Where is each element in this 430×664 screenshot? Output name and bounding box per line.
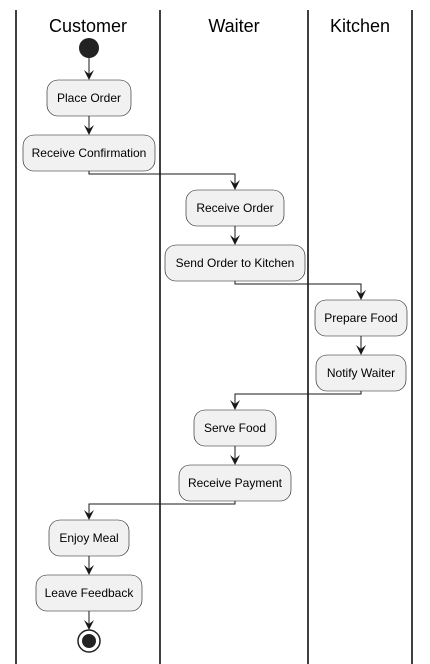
action-place-order: Place Order xyxy=(46,79,132,117)
action-box-send-order-to-kitchen xyxy=(164,244,306,282)
edge-prepare-food-to-notify-waiter-arrowhead xyxy=(356,345,366,355)
lane-title-customer: Customer xyxy=(49,16,127,36)
action-box-enjoy-meal xyxy=(48,519,130,557)
edge-serve-food-to-receive-payment-arrowhead xyxy=(230,455,240,465)
action-receive-confirmation: Receive Confirmation xyxy=(22,134,156,172)
edge-enjoy-meal-to-leave-feedback-arrowhead xyxy=(84,565,94,575)
action-box-notify-waiter xyxy=(315,354,407,392)
action-label-serve-food: Serve Food xyxy=(204,421,266,435)
end-node-core xyxy=(82,634,96,648)
action-box-serve-food xyxy=(193,409,277,447)
action-label-notify-waiter: Notify Waiter xyxy=(327,366,395,380)
action-notify-waiter: Notify Waiter xyxy=(315,354,407,392)
action-label-send-order-to-kitchen: Send Order to Kitchen xyxy=(176,256,295,270)
action-serve-food: Serve Food xyxy=(193,409,277,447)
edge-start-to-place-order-arrowhead xyxy=(84,70,94,80)
edge-notify-waiter-to-serve-food-arrowhead xyxy=(230,400,240,410)
action-box-leave-feedback xyxy=(35,574,143,612)
flow-edges xyxy=(84,58,366,630)
edge-send-order-to-kitchen-to-prepare-food-arrowhead xyxy=(356,290,366,300)
action-receive-order: Receive Order xyxy=(185,189,285,227)
edge-receive-confirmation-to-receive-order-arrowhead xyxy=(230,180,240,190)
action-box-receive-order xyxy=(185,189,285,227)
edge-receive-payment-to-enjoy-meal xyxy=(88,501,236,518)
action-label-receive-payment: Receive Payment xyxy=(188,476,283,490)
action-box-prepare-food xyxy=(314,299,408,337)
action-label-receive-confirmation: Receive Confirmation xyxy=(32,146,147,160)
edge-send-order-to-kitchen-to-prepare-food xyxy=(234,281,362,298)
action-label-prepare-food: Prepare Food xyxy=(324,311,397,325)
action-box-receive-payment xyxy=(178,464,292,502)
action-enjoy-meal: Enjoy Meal xyxy=(48,519,130,557)
edge-place-order-to-receive-confirmation-arrowhead xyxy=(84,125,94,135)
action-box-receive-confirmation xyxy=(22,134,156,172)
lane-title-waiter: Waiter xyxy=(208,16,259,36)
edge-leave-feedback-to-end-arrowhead xyxy=(84,620,94,630)
action-box-place-order xyxy=(46,79,132,117)
action-label-enjoy-meal: Enjoy Meal xyxy=(59,531,118,545)
edge-receive-confirmation-to-receive-order xyxy=(88,171,236,188)
edge-receive-order-to-send-order-to-kitchen-arrowhead xyxy=(230,235,240,245)
action-leave-feedback: Leave Feedback xyxy=(35,574,143,612)
lane-title-kitchen: Kitchen xyxy=(330,16,390,36)
action-prepare-food: Prepare Food xyxy=(314,299,408,337)
action-label-place-order: Place Order xyxy=(57,91,121,105)
action-label-receive-order: Receive Order xyxy=(196,201,273,215)
action-send-order-to-kitchen: Send Order to Kitchen xyxy=(164,244,306,282)
swimlanes: Customer Waiter Kitchen xyxy=(15,10,413,664)
action-label-leave-feedback: Leave Feedback xyxy=(45,586,135,600)
start-node xyxy=(79,38,99,58)
action-receive-payment: Receive Payment xyxy=(178,464,292,502)
end-node xyxy=(77,629,101,653)
edge-notify-waiter-to-serve-food xyxy=(234,391,362,408)
edge-receive-payment-to-enjoy-meal-arrowhead xyxy=(84,510,94,520)
